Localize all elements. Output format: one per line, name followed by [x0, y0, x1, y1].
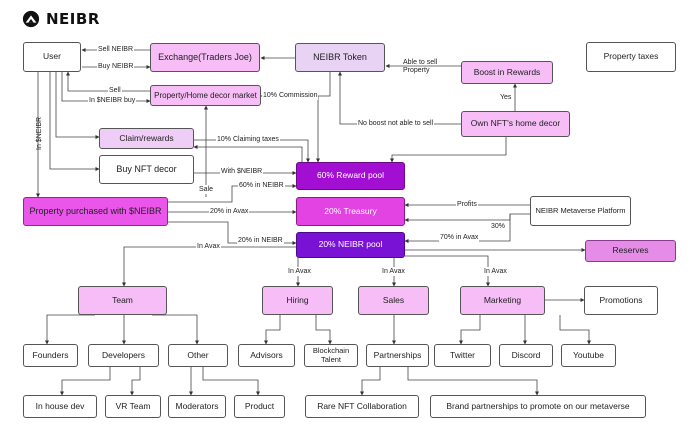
label-sell: Sell	[108, 86, 122, 95]
node-neibr-token: NEIBR Token	[295, 43, 385, 72]
node-blockchain-talent: Blockchain Talent	[304, 344, 358, 367]
label-sixty: 60% in NEIBR	[238, 181, 285, 190]
label-buy-neibr: Buy NEIBR	[97, 62, 135, 71]
node-discord: Discord	[499, 344, 553, 367]
edge-inhouse	[60, 367, 111, 396]
label-in-avax-hiring: In Avax	[287, 267, 312, 276]
label-sale: Sale	[198, 185, 215, 194]
node-youtube: Youtube	[561, 344, 616, 367]
label-in-neibr-vertical: In $NEIBR	[36, 116, 43, 150]
edge-commission	[261, 95, 320, 163]
label-able-to-sell: Able to sell Property	[403, 59, 438, 74]
node-property-taxes: Property taxes	[586, 42, 676, 72]
node-developers: Developers	[88, 344, 159, 367]
edge-pool-claim	[193, 145, 303, 162]
node-neibr-pool: 20% NEIBR pool	[296, 232, 405, 258]
edge-youtube	[559, 315, 591, 345]
node-marketing: Marketing	[460, 286, 545, 315]
edge-product	[202, 367, 260, 396]
edge-thirty	[404, 213, 530, 222]
node-property-market: Property/Home decor market	[150, 85, 261, 106]
label-in-avax-sales: In Avax	[381, 267, 406, 276]
node-rare-nft: Rare NFT Collaboration	[305, 395, 419, 418]
label-seventy: 70% in Avax	[439, 233, 480, 242]
edge-own-pool	[390, 137, 507, 163]
label-profits: Profits	[456, 200, 478, 209]
mountain-logo-icon	[22, 10, 40, 28]
label-thirty: 30%	[490, 222, 507, 231]
node-twitter: Twitter	[434, 344, 491, 367]
edge-founders	[45, 314, 95, 345]
brand: NEIBR	[22, 10, 100, 28]
edge-advisors	[264, 315, 281, 345]
edge-no-boost	[338, 71, 461, 125]
node-metaverse: NEIBR Metaverse Platform	[530, 196, 631, 226]
label-with-neibr: With $NEIBR	[220, 167, 264, 176]
edge-market-sell	[66, 71, 150, 92]
edge-other	[152, 314, 199, 345]
label-twenty-neibr: 20% in NEIBR	[237, 236, 284, 245]
label-twenty-avax: 20% in Avax	[209, 207, 250, 216]
node-product: Product	[234, 395, 285, 418]
edge-vr	[130, 367, 141, 396]
edge-to-marketing	[405, 255, 490, 287]
node-sales: Sales	[358, 286, 429, 315]
node-other: Other	[168, 344, 228, 367]
node-exchange: Exchange(Traders Joe)	[150, 43, 260, 72]
edge-to-team	[122, 246, 296, 287]
node-boost-rewards: Boost in Rewards	[461, 61, 553, 84]
node-claim-rewards: Claim/rewards	[99, 128, 194, 149]
node-advisors: Advisors	[238, 344, 295, 367]
node-brand-partnerships: Brand partnerships to promote on our met…	[430, 395, 646, 418]
label-yes: Yes	[499, 93, 513, 102]
node-treasury: 20% Treasury	[296, 197, 405, 226]
node-team: Team	[78, 286, 167, 315]
node-hiring: Hiring	[262, 286, 333, 315]
edge-user-buynft	[49, 72, 100, 171]
node-moderators: Moderators	[168, 395, 226, 418]
edge-blockchain	[315, 315, 332, 345]
label-no-boost: No boost not able to sell	[357, 119, 435, 128]
node-own-nft: Own NFT's home decor	[461, 111, 570, 137]
node-in-house-dev: In house dev	[23, 395, 97, 418]
brand-name: NEIBR	[46, 10, 100, 28]
label-in-avax-marketing: In Avax	[483, 267, 508, 276]
node-founders: Founders	[23, 344, 78, 367]
edge-user-claim	[55, 72, 100, 139]
node-partnerships: Partnerships	[366, 344, 429, 367]
label-sell-neibr: Sell NEIBR	[97, 45, 135, 54]
label-claiming-taxes: 10% Claiming taxes	[216, 135, 280, 144]
node-property-purchased: Property purchased with $NEIBR	[23, 197, 168, 226]
label-in-neibr-buy: In $NEIBR buy	[88, 96, 137, 105]
edge-brand	[407, 367, 539, 396]
node-user: User	[23, 42, 81, 72]
node-promotions: Promotions	[584, 286, 658, 315]
node-buy-nft: Buy NFT decor	[99, 155, 194, 184]
label-commission: 10% Commission	[262, 91, 319, 100]
label-in-avax-team: In Avax	[196, 242, 221, 251]
node-reward-pool: 60% Reward pool	[296, 162, 405, 190]
edge-twitter	[459, 315, 481, 345]
node-vr-team: VR Team	[105, 395, 161, 418]
node-reserves: Reserves	[585, 240, 676, 262]
edge-rare-nft	[360, 367, 381, 396]
